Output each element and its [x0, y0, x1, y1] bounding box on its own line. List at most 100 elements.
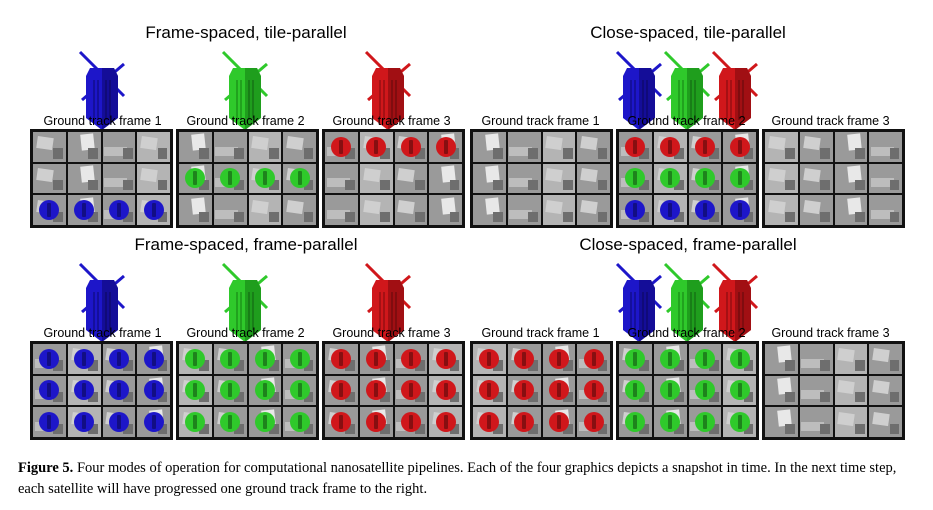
marker-satellite-glyph — [443, 415, 448, 430]
marker-satellite-glyph — [737, 203, 742, 218]
marker-satellite-glyph — [408, 139, 413, 154]
marker-satellite-glyph — [262, 383, 267, 398]
ground-tile — [869, 163, 902, 194]
frame-label-1: Ground track frame 1 — [43, 326, 162, 340]
ground-tile — [507, 375, 541, 406]
ground-tile — [137, 375, 170, 406]
blue-satellite-marker — [108, 200, 129, 221]
red-satellite-marker — [583, 380, 604, 401]
marker-satellite-glyph — [702, 351, 707, 366]
ground-tile — [359, 344, 393, 374]
green-satellite-marker — [289, 412, 310, 433]
ground-tile — [723, 195, 756, 225]
ground-tile — [137, 163, 170, 194]
ground-track-frame-2 — [616, 129, 759, 228]
ground-tile — [619, 375, 652, 406]
marker-satellite-glyph — [297, 351, 302, 366]
ground-tile — [67, 195, 101, 225]
marker-satellite-glyph — [633, 383, 638, 398]
ground-tile — [507, 163, 541, 194]
ground-tile — [653, 344, 687, 374]
marker-satellite-glyph — [297, 415, 302, 430]
ground-tile — [33, 407, 66, 437]
marker-satellite-glyph — [668, 383, 673, 398]
ground-tile — [799, 132, 833, 162]
ground-tile — [67, 375, 101, 406]
marker-satellite-glyph — [297, 171, 302, 186]
ground-tile — [359, 375, 393, 406]
marker-satellite-glyph — [374, 415, 379, 430]
ground-track-frame-1 — [470, 341, 613, 440]
ground-tile — [765, 132, 798, 162]
panel-title: Close-spaced, frame-parallel — [579, 235, 797, 254]
ground-tile — [102, 344, 136, 374]
blue-satellite-marker — [694, 200, 715, 221]
red-satellite-icon — [709, 46, 761, 132]
ground-tile — [765, 195, 798, 225]
green-satellite-marker — [694, 348, 715, 369]
ground-tile — [723, 407, 756, 437]
ground-tile — [688, 344, 722, 374]
red-satellite-marker — [479, 348, 500, 369]
green-satellite-marker — [185, 168, 206, 189]
marker-satellite-glyph — [556, 415, 561, 430]
ground-track-frame-3 — [322, 129, 465, 228]
ground-tile — [619, 195, 652, 225]
marker-satellite-glyph — [408, 415, 413, 430]
marker-satellite-glyph — [633, 351, 638, 366]
marker-satellite-glyph — [737, 139, 742, 154]
panel-title: Close-spaced, tile-parallel — [590, 23, 786, 42]
red-satellite-marker — [660, 136, 681, 157]
ground-tile — [394, 375, 428, 406]
ground-tile — [429, 344, 462, 374]
ground-tile — [577, 132, 610, 162]
marker-satellite-glyph — [487, 415, 492, 430]
marker-satellite-glyph — [633, 203, 638, 218]
ground-tile — [394, 195, 428, 225]
red-satellite-marker — [400, 348, 421, 369]
ground-tile — [179, 344, 212, 374]
ground-track-frame-2 — [176, 129, 319, 228]
marker-satellite-glyph — [633, 415, 638, 430]
panel-frame-spaced-tile-parallel: Frame-spaced, tile-parallel Ground track… — [0, 22, 933, 228]
marker-satellite-glyph — [374, 139, 379, 154]
ground-tile — [33, 375, 66, 406]
red-satellite-marker — [366, 380, 387, 401]
figure-caption: Figure 5. Four modes of operation for co… — [18, 458, 918, 500]
ground-tile — [33, 132, 66, 162]
ground-track-frame-1 — [30, 129, 173, 228]
blue-satellite-marker — [143, 200, 164, 221]
ground-tile — [325, 195, 358, 225]
ground-tile — [325, 132, 358, 162]
ground-tile — [869, 344, 902, 374]
blue-satellite-marker — [74, 200, 95, 221]
ground-tile — [723, 344, 756, 374]
ground-tile — [869, 375, 902, 406]
green-satellite-marker — [220, 168, 241, 189]
red-satellite-marker — [548, 380, 569, 401]
red-satellite-marker — [400, 412, 421, 433]
green-satellite-marker — [694, 412, 715, 433]
ground-tile — [619, 407, 652, 437]
blue-satellite-icon — [76, 46, 128, 132]
ground-tile — [473, 195, 506, 225]
blue-satellite-marker — [108, 380, 129, 401]
ground-tile — [765, 344, 798, 374]
marker-satellite-glyph — [487, 351, 492, 366]
ground-tile — [394, 132, 428, 162]
marker-satellite-glyph — [151, 415, 156, 430]
red-satellite-marker — [435, 136, 456, 157]
red-satellite-marker — [514, 348, 535, 369]
red-satellite-marker — [400, 380, 421, 401]
blue-satellite-marker — [39, 412, 60, 433]
ground-tile — [137, 407, 170, 437]
ground-tile — [67, 132, 101, 162]
green-satellite-marker — [220, 380, 241, 401]
ground-tile — [834, 132, 868, 162]
marker-satellite-glyph — [193, 383, 198, 398]
ground-tile — [359, 163, 393, 194]
frame-label-2: Ground track frame 2 — [627, 326, 746, 340]
marker-satellite-glyph — [228, 383, 233, 398]
ground-tile — [723, 163, 756, 194]
green-satellite-marker — [185, 348, 206, 369]
